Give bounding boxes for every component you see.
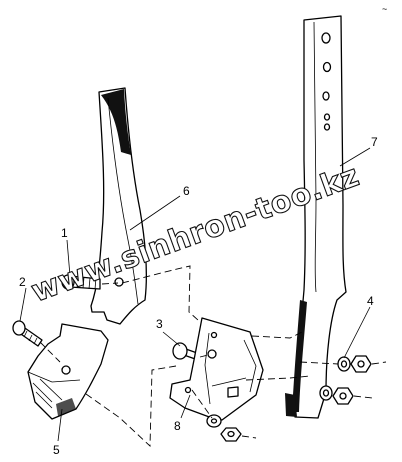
callout-5: 5 <box>53 443 60 457</box>
spear-point-part-5 <box>27 323 109 420</box>
bolt-part-1 <box>61 274 101 290</box>
callout-6: 6 <box>183 184 190 198</box>
leader-lines <box>19 147 371 442</box>
shank-part-7 <box>285 15 347 419</box>
assembly-lines <box>39 265 387 448</box>
blade-part-6 <box>90 87 148 325</box>
corner-mark: ~ <box>382 4 387 14</box>
callout-3: 3 <box>156 317 163 331</box>
callout-8: 8 <box>174 419 181 433</box>
callout-4: 4 <box>367 294 374 308</box>
bolt-part-2 <box>12 320 43 347</box>
callout-1: 1 <box>61 226 68 240</box>
washers-and-nuts-part-8 <box>206 414 242 442</box>
ridger-wing-part-8 <box>169 317 264 421</box>
washers-and-nuts-part-4 <box>319 355 372 405</box>
callout-2: 2 <box>19 275 26 289</box>
callout-7: 7 <box>371 135 378 149</box>
